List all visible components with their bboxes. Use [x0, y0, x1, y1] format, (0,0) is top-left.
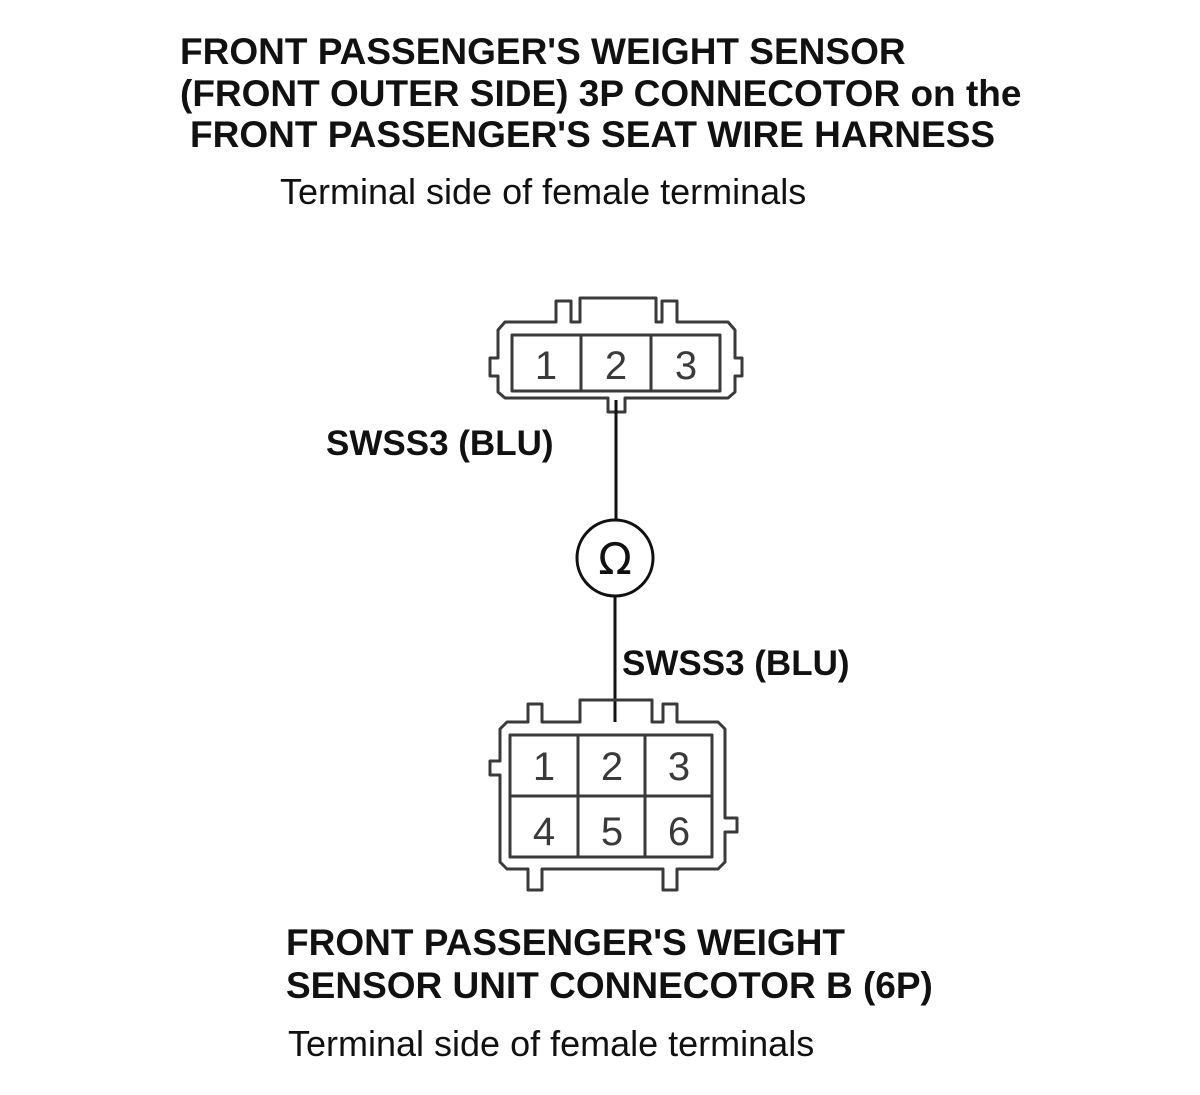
wire-bottom-label: SWSS3 (BLU) — [622, 644, 850, 683]
top-connector-terminal-block — [510, 333, 722, 393]
top-connector-housing — [488, 296, 744, 414]
bottom-terminal-3: 3 — [668, 745, 690, 789]
top-connector-title-line-3: FRONT PASSENGER'S SEAT WIRE HARNESS — [190, 114, 995, 155]
top-3p-connector: 1 2 3 — [488, 296, 744, 414]
bottom-connector-subtitle: Terminal side of female terminals — [288, 1023, 814, 1064]
bottom-terminal-1: 1 — [533, 745, 555, 789]
top-connector-title-line-2: (FRONT OUTER SIDE) 3P CONNECOTOR on the — [180, 73, 1021, 114]
top-connector-title-line-1: FRONT PASSENGER'S WEIGHT SENSOR — [180, 31, 906, 72]
top-connector-subtitle: Terminal side of female terminals — [280, 171, 806, 212]
bottom-terminal-6: 6 — [668, 810, 690, 854]
bottom-connector-title-line-1: FRONT PASSENGER'S WEIGHT — [286, 922, 845, 963]
bottom-connector-title-line-2: SENSOR UNIT CONNECOTOR B (6P) — [286, 965, 933, 1006]
bottom-6p-connector: 1 2 3 4 5 6 — [488, 698, 739, 892]
top-terminal-3: 3 — [675, 344, 697, 388]
ohm-symbol-icon: Ω — [598, 534, 632, 585]
bottom-terminal-4: 4 — [533, 810, 555, 854]
top-terminal-2: 2 — [605, 344, 627, 388]
ohmmeter: Ω — [575, 518, 655, 598]
top-terminal-1: 1 — [535, 344, 557, 388]
wire-top-label: SWSS3 (BLU) — [326, 424, 554, 463]
bottom-terminal-5: 5 — [601, 810, 623, 854]
bottom-connector-housing — [488, 698, 739, 892]
bottom-terminal-2: 2 — [601, 745, 623, 789]
